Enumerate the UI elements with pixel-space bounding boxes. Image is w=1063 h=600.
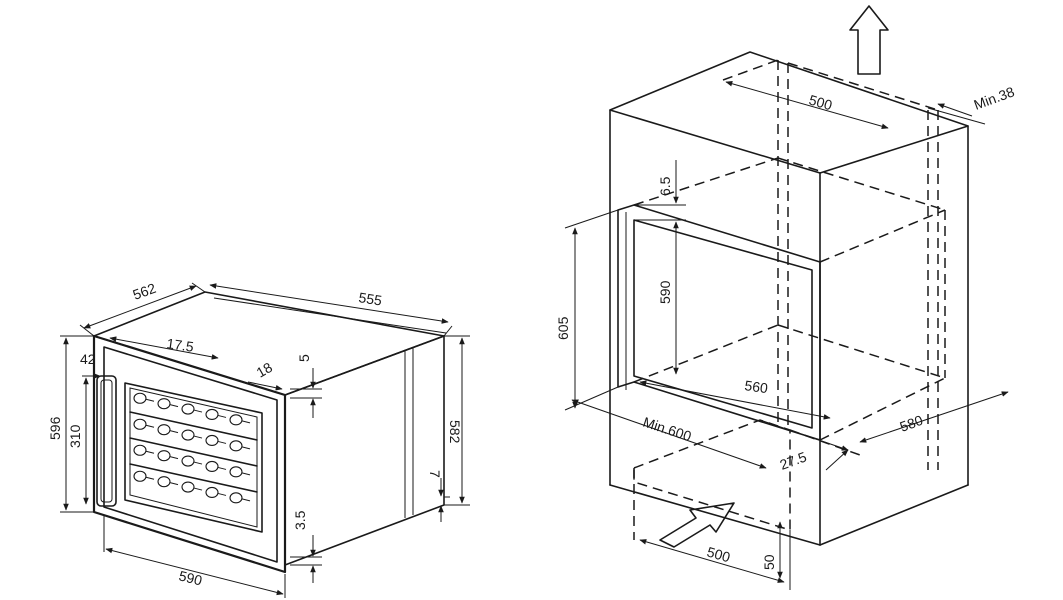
- cabinet-side-face: [284, 335, 445, 566]
- bottle-neck-icon: [241, 498, 251, 502]
- niche-top-face: [609, 51, 969, 174]
- bottle-neck-icon: [217, 414, 227, 418]
- height-label: 596: [47, 416, 63, 440]
- bottle-neck-icon: [193, 409, 203, 413]
- bottle-icon: [181, 455, 195, 467]
- bottle-neck-icon: [217, 440, 227, 444]
- bottle-neck-icon: [241, 472, 251, 476]
- bottle-icon: [157, 424, 171, 436]
- bottle-icon: [229, 492, 243, 504]
- side-gap-label: 18: [254, 359, 276, 381]
- handle-offset-label: 42: [80, 351, 96, 367]
- width-label: 590: [177, 567, 204, 588]
- bottle-neck-icon: [193, 435, 203, 439]
- unit-dimension-lines: 562 555 17.5 18 42 596 310 590 5: [47, 280, 470, 598]
- bottle-icon: [205, 408, 219, 421]
- bottle-neck-icon: [241, 446, 251, 450]
- vent-depth-label: 50: [761, 554, 777, 570]
- bottle-icon: [229, 440, 243, 452]
- min-width-label: Min.600: [641, 414, 694, 445]
- door-offset-label: 17.5: [166, 335, 195, 355]
- cutout-height-label: 605: [555, 316, 571, 340]
- bottle-neck-icon: [145, 398, 155, 402]
- cabinet-front-face: [92, 334, 287, 574]
- cabinet-height-label: 582: [447, 420, 463, 444]
- top-offset-label: 6.5: [657, 176, 673, 196]
- bottle-neck-icon: [169, 456, 179, 460]
- bottle-icon: [157, 398, 171, 410]
- cabinet-top-face: [93, 291, 445, 396]
- top-gap-label: 5: [296, 354, 312, 362]
- bottle-icon: [229, 414, 243, 426]
- door-handle: [96, 375, 117, 507]
- bottle-neck-icon: [217, 492, 227, 496]
- base-gap-label: 27.5: [778, 448, 809, 472]
- glass-window: [124, 382, 263, 533]
- bottle-neck-icon: [193, 461, 203, 465]
- bottle-icon: [133, 418, 147, 430]
- air-outlet-arrow: [849, 5, 889, 75]
- bottle-icon: [205, 460, 219, 473]
- rear-gap-label: 7: [427, 470, 443, 478]
- bottle-icon: [205, 434, 219, 447]
- bottle-icon: [133, 470, 147, 482]
- wine-cooler-drawing: [92, 291, 445, 574]
- bottle-neck-icon: [145, 450, 155, 454]
- inner-width-label: 560: [744, 377, 770, 396]
- bottle-icon: [181, 481, 195, 493]
- handle-height-label: 310: [67, 424, 83, 448]
- depth-with-door-label: 555: [358, 289, 384, 308]
- bottle-neck-icon: [145, 424, 155, 428]
- cutout-depth-label: 500: [807, 92, 834, 114]
- vent-width-label: 500: [705, 544, 732, 566]
- bottle-icon: [157, 450, 171, 462]
- outer-width-label: 580: [898, 412, 926, 435]
- depth-label: 562: [131, 280, 159, 303]
- bottle-neck-icon: [217, 466, 227, 470]
- bottle-icon: [205, 486, 219, 499]
- niche-dimension-lines: 500 Min.38 6.5 590 605 Min.600 560 580 2…: [555, 81, 1017, 590]
- bottle-neck-icon: [145, 476, 155, 480]
- inner-height-label: 590: [657, 280, 673, 304]
- bottle-icon: [157, 476, 171, 488]
- niche-opening: [617, 204, 821, 441]
- bottom-gap-label: 3.5: [292, 510, 308, 530]
- bottle-icon: [229, 466, 243, 478]
- bottle-neck-icon: [241, 420, 251, 424]
- bottle-neck-icon: [169, 430, 179, 434]
- bottle-rack: [133, 392, 251, 504]
- bottle-neck-icon: [169, 404, 179, 408]
- bottle-icon: [181, 403, 195, 415]
- bottle-neck-icon: [193, 487, 203, 491]
- bottle-neck-icon: [169, 482, 179, 486]
- bottle-icon: [133, 392, 147, 404]
- bottle-icon: [133, 444, 147, 456]
- min-gap-label: Min.38: [972, 83, 1017, 112]
- bottle-icon: [181, 429, 195, 441]
